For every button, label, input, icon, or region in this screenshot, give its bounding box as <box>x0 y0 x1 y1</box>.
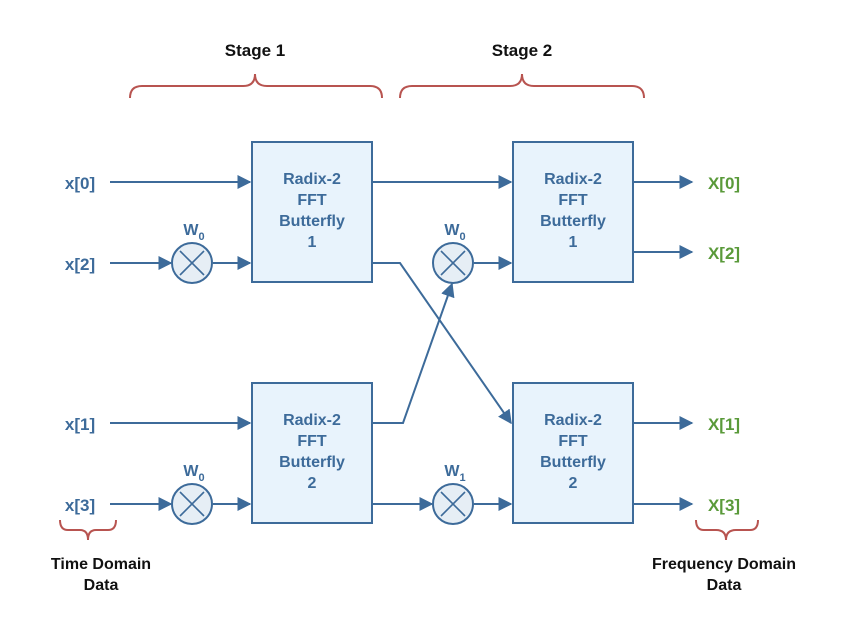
input-x0: x[0] <box>65 174 95 193</box>
stage2-butterfly-1: Radix-2 FFT Butterfly 1 <box>512 141 634 283</box>
frequency-domain-caption-line1: Frequency Domain <box>652 556 796 573</box>
stage-1-label: Stage 1 <box>225 41 285 60</box>
block-line: Butterfly <box>279 213 345 230</box>
output-X0: X[0] <box>708 174 740 193</box>
multiplier-icon <box>432 242 474 284</box>
stage1-butterfly-1: Radix-2 FFT Butterfly 1 <box>251 141 373 283</box>
stage-2-brace <box>399 73 645 99</box>
block-line: FFT <box>558 192 588 209</box>
block-line: Radix-2 <box>283 171 341 188</box>
input-x1: x[1] <box>65 415 95 434</box>
frequency-domain-brace <box>695 519 759 541</box>
wire-s1b1-cross-to-s2b2 <box>372 262 512 425</box>
block-line: Radix-2 <box>283 412 341 429</box>
time-domain-caption-line1: Time Domain <box>51 556 151 573</box>
twiddle-label-s1-bottom: W0 <box>183 463 204 484</box>
block-line: Butterfly <box>540 213 606 230</box>
block-line: FFT <box>558 433 588 450</box>
twiddle-label-s2-top: W0 <box>444 222 465 243</box>
block-line: 1 <box>308 234 317 251</box>
block-line: 2 <box>569 475 578 492</box>
output-X3: X[3] <box>708 496 740 515</box>
block-line: FFT <box>297 192 327 209</box>
stage-2-label: Stage 2 <box>492 41 552 60</box>
block-line: Butterfly <box>540 454 606 471</box>
block-line: 2 <box>308 475 317 492</box>
time-domain-brace <box>59 519 117 541</box>
block-line: Radix-2 <box>544 171 602 188</box>
block-line: 1 <box>569 234 578 251</box>
output-X1: X[1] <box>708 415 740 434</box>
stage2-butterfly-2: Radix-2 FFT Butterfly 2 <box>512 382 634 524</box>
twiddle-label-s1-top: W0 <box>183 222 204 243</box>
multiplier-icon <box>171 242 213 284</box>
wire-s1b2-cross-to-mult <box>372 282 455 424</box>
time-domain-caption-line2: Data <box>84 577 119 594</box>
input-x2: x[2] <box>65 255 95 274</box>
block-line: Radix-2 <box>544 412 602 429</box>
block-line: FFT <box>297 433 327 450</box>
block-line: Butterfly <box>279 454 345 471</box>
input-x3: x[3] <box>65 496 95 515</box>
output-X2: X[2] <box>708 244 740 263</box>
multiplier-icon <box>432 483 474 525</box>
stage-1-brace <box>129 73 383 99</box>
stage1-butterfly-2: Radix-2 FFT Butterfly 2 <box>251 382 373 524</box>
multiplier-icon <box>171 483 213 525</box>
frequency-domain-caption-line2: Data <box>707 577 742 594</box>
twiddle-label-s2-bottom: W1 <box>444 463 465 484</box>
